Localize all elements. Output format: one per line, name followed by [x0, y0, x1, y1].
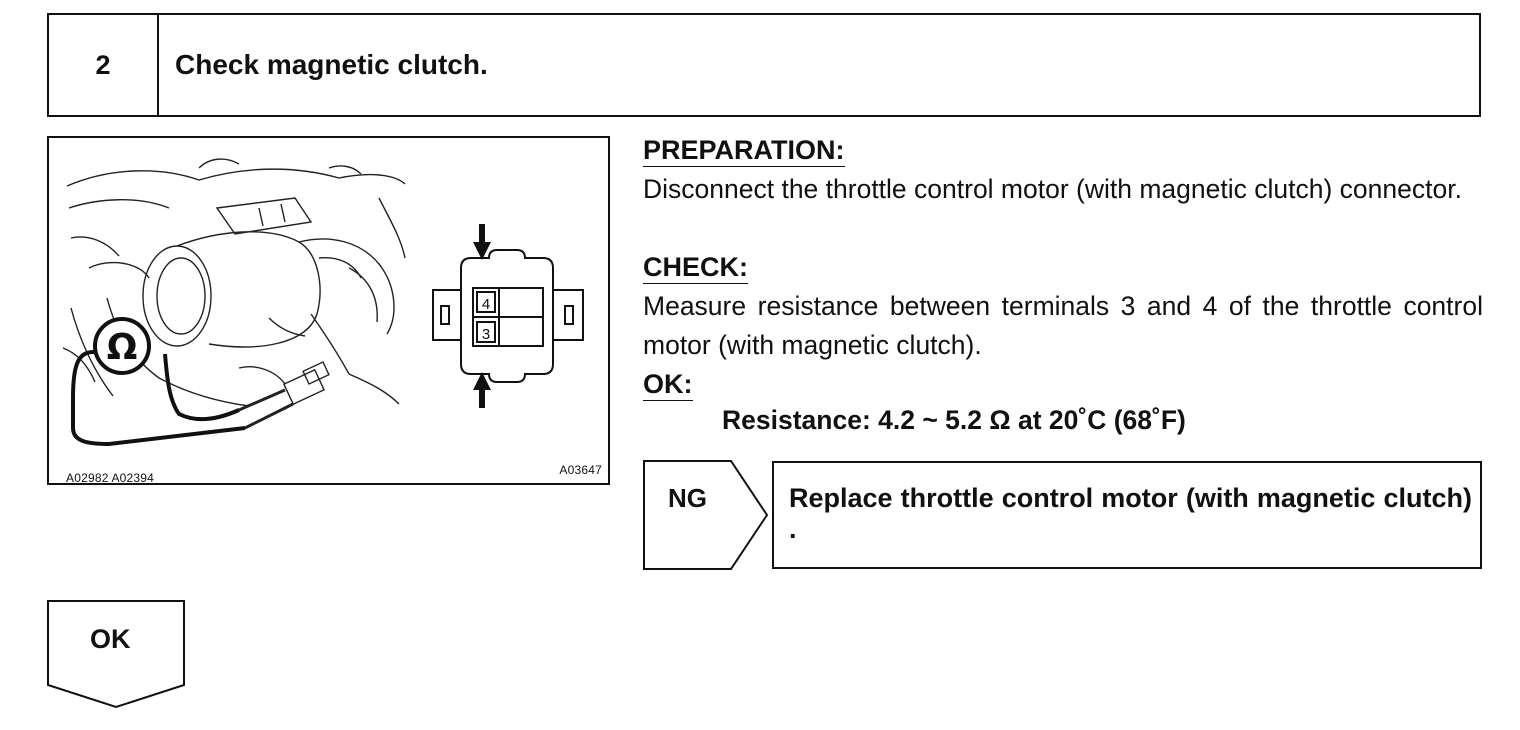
step-number: 2: [49, 15, 159, 115]
preparation-heading: PREPARATION:: [643, 135, 845, 167]
ng-action-text: Replace throttle control motor (with mag…: [789, 483, 1472, 544]
ohmmeter-icon: [93, 317, 151, 375]
ng-flag-shape: [643, 460, 769, 570]
ok-heading: OK:: [643, 369, 693, 401]
step-title: Check magnetic clutch.: [175, 49, 488, 80]
illustration-frame: Ω 4 3 A02982 A02394 A03647: [47, 136, 610, 485]
check-heading: CHECK:: [643, 252, 748, 284]
throttle-body-illustration: Ω 4 3: [62, 158, 584, 447]
arrow-up-icon: [473, 372, 491, 408]
ok-flag-label: OK: [90, 624, 131, 654]
terminal-3-label: 3: [482, 326, 490, 343]
ok-flag-shape: [47, 600, 185, 709]
arrow-down-icon: [473, 224, 491, 260]
terminal-4-label: 4: [482, 296, 490, 313]
ng-label: NG: [668, 483, 707, 513]
preparation-text: Disconnect the throttle control motor (w…: [643, 174, 1462, 204]
step-header: 2 Check magnetic clutch.: [47, 13, 1481, 117]
ohm-symbol: Ω: [107, 327, 138, 368]
figure-code-right: A03647: [559, 463, 602, 477]
connector-diagram: [432, 249, 584, 383]
resistance-spec: Resistance: 4.2 ~ 5.2 Ω at 20˚C (68˚F): [722, 405, 1186, 435]
ng-action-box: Replace throttle control motor (with mag…: [772, 461, 1482, 569]
check-text: Measure resistance between terminals 3 a…: [643, 291, 1483, 360]
figure-code-left: A02982 A02394: [66, 471, 155, 485]
